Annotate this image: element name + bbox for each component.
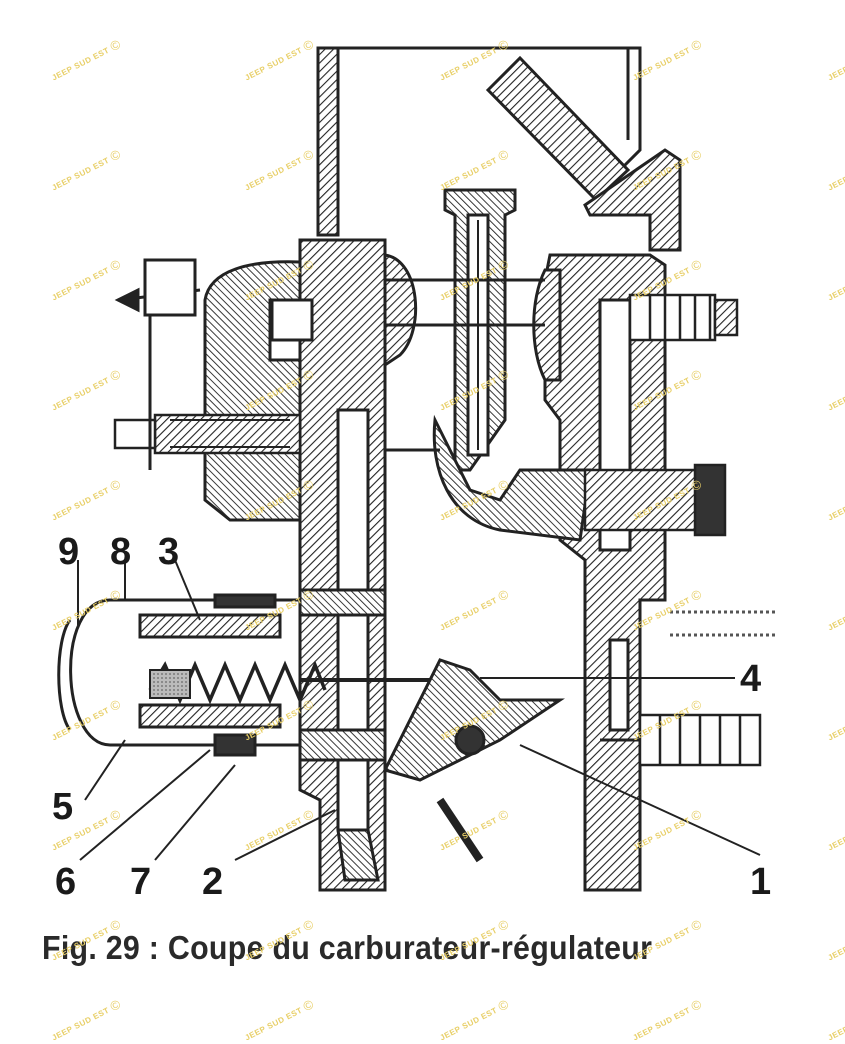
- air-horn: [318, 46, 642, 172]
- lower-adjust-screw: [600, 713, 762, 767]
- float-bowl: [383, 253, 592, 542]
- leader-lines: [77, 559, 761, 861]
- callout-3: 3: [158, 531, 180, 573]
- pump-screw: [113, 413, 302, 455]
- pump-lever: [114, 258, 201, 470]
- callout-2: 2: [202, 861, 224, 903]
- callout-4: 4: [740, 658, 762, 700]
- callout-5: 5: [52, 786, 74, 828]
- pump-housing: [203, 260, 314, 522]
- choke-lever: [485, 55, 682, 252]
- callout-1: 1: [750, 861, 772, 903]
- throttle-butterfly: [382, 658, 565, 863]
- callout-9: 9: [58, 531, 80, 573]
- main-body-right: [543, 253, 667, 892]
- callout-8: 8: [110, 531, 132, 573]
- governor-shaft: [298, 588, 440, 762]
- figure-caption: Fig. 29 : Coupe du carburateur-régulateu…: [42, 929, 653, 966]
- right-lower-passage: [608, 638, 630, 732]
- mixture-screw: [583, 463, 727, 537]
- idle-passage: [385, 278, 545, 452]
- callout-6: 6: [55, 861, 77, 903]
- idle-adjust-screw: [628, 293, 739, 342]
- dotted-spring: [670, 610, 775, 637]
- governor-spring: [148, 660, 327, 705]
- callout-7: 7: [130, 861, 152, 903]
- emulsion-tube: [443, 188, 517, 472]
